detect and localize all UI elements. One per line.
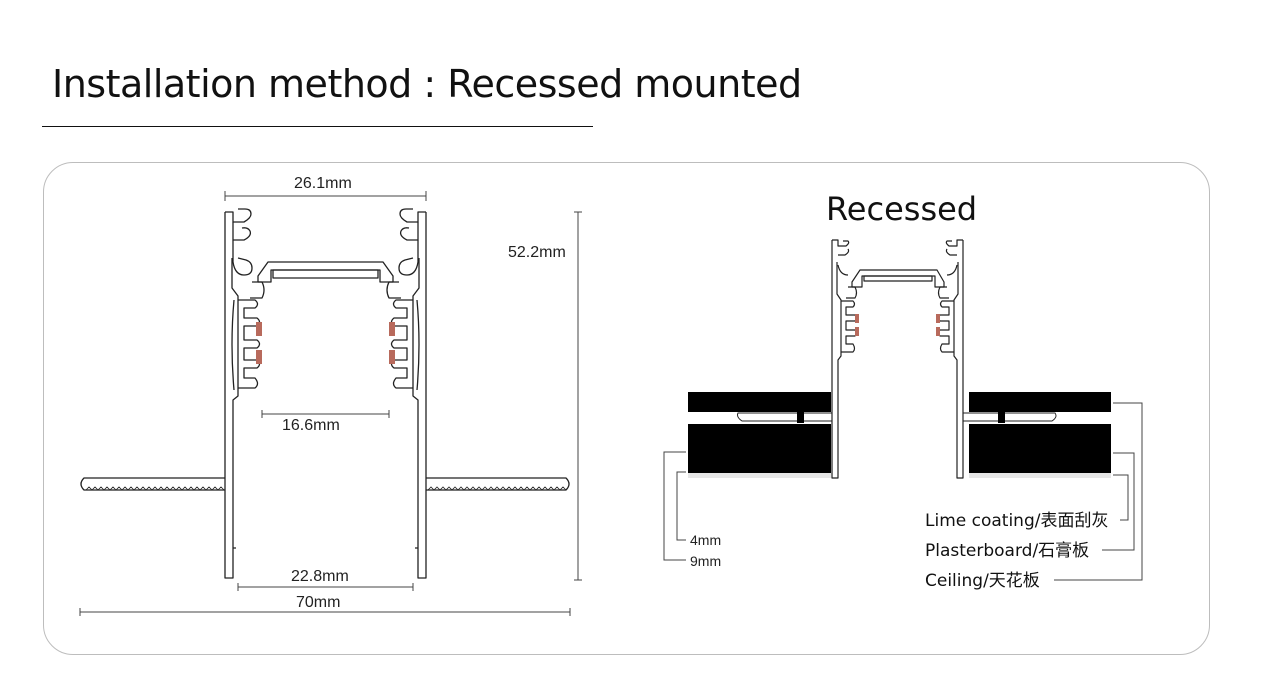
legend-plasterboard: Plasterboard/石膏板 [925,540,1089,561]
profile-right-comb [390,299,413,389]
diagram-panel [43,162,1210,655]
dim-top-width: 26.1mm [294,175,352,192]
board-bottom-left [688,424,831,473]
profile-top-left-lip [225,208,252,223]
coating-left [688,473,831,478]
board-top-right [969,392,1111,412]
dim-total-width: 70mm [296,594,340,611]
profile-top-right-lip [399,208,426,223]
profile-led-slot [272,269,379,279]
wing-serration [85,486,567,491]
profile-left-wall [224,212,239,579]
ceiling-boards [688,392,1111,478]
profile-right-wall [412,212,427,579]
connector-pad [936,314,940,323]
connector-pad [256,322,262,336]
profile-connectors [256,322,395,364]
thickness-brackets [663,451,686,561]
profile-cross-section [80,208,570,579]
legend-ceiling: Ceiling/天花板 [925,571,1040,591]
title-underline [42,126,593,127]
installed-connectors [855,314,940,336]
dim-bottom-opening: 22.8mm [291,568,349,585]
connector-pad [855,327,859,336]
connector-pad [256,350,262,364]
connector-pad [936,327,940,336]
profile-top-channel [257,261,394,283]
dim-height: 52.2mm [508,244,566,261]
installed-wings [737,409,1057,423]
connector-pad [855,314,859,323]
page-title: Installation method : Recessed mounted [52,62,802,106]
board-bottom-right [969,424,1111,473]
dim-coating-thickness: 4mm [690,532,721,548]
legend-lime-coating: Lime coating/表面刮灰 [925,511,1108,531]
profile-dimension-lines [79,191,582,616]
profile-left-comb [238,299,261,389]
board-top-left [688,392,831,412]
recessed-heading: Recessed [826,190,977,228]
legend-leaders [1054,402,1143,581]
connector-pad [389,350,395,364]
coating-right [969,473,1111,478]
dim-plasterboard-thickness: 9mm [690,553,721,569]
connector-pad [389,322,395,336]
dim-inner-width: 16.6mm [282,417,340,434]
profile-left-wing [80,477,225,491]
installed-profile [831,239,964,479]
